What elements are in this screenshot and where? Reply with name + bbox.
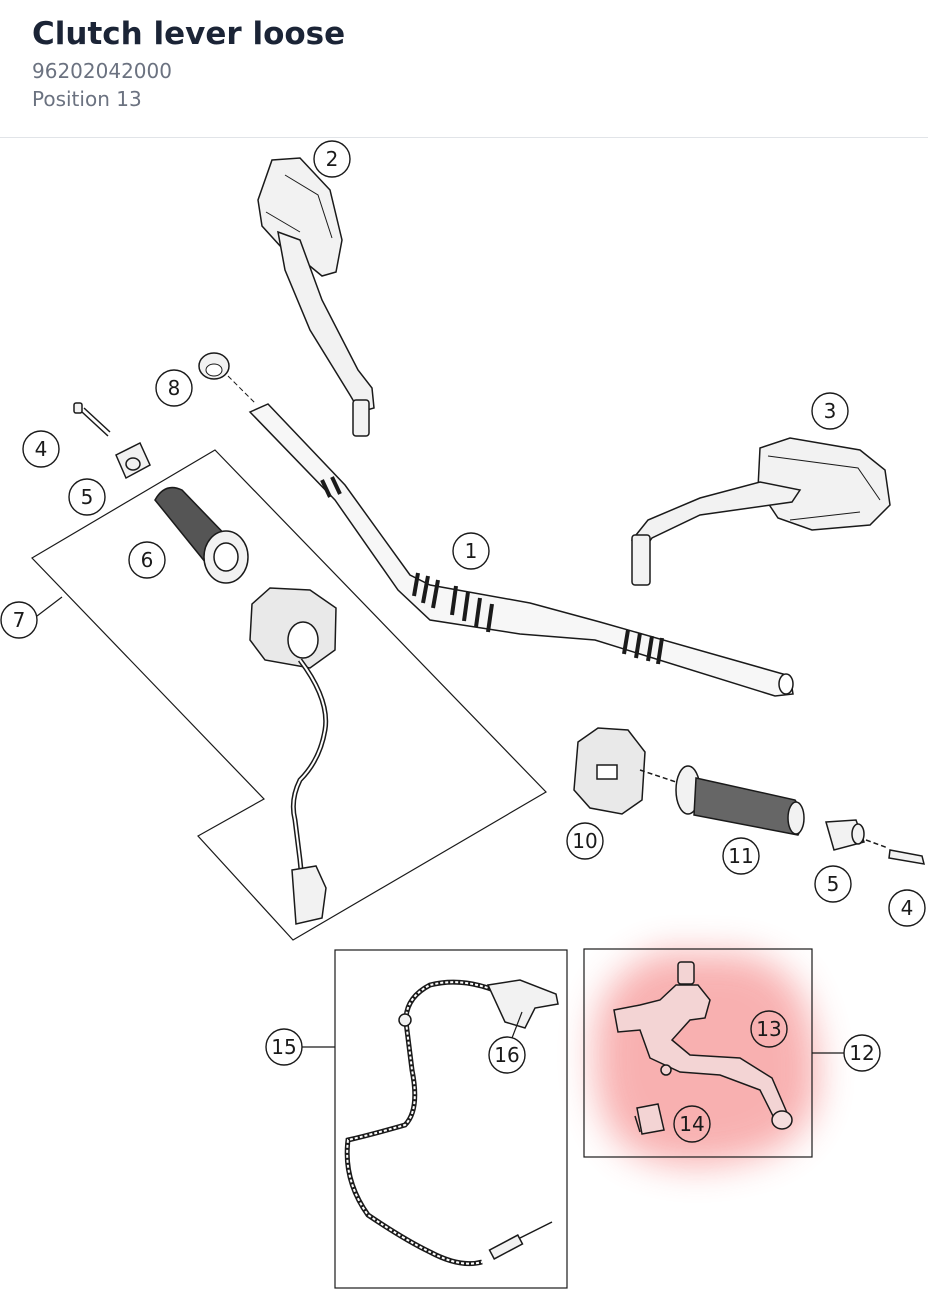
clutch-cable-inner bbox=[346, 981, 516, 1265]
handlebar-stripes bbox=[320, 476, 664, 665]
left-switch-connector bbox=[291, 865, 327, 925]
callout-13[interactable]: 13 bbox=[750, 1010, 788, 1048]
clutch-lever-part bbox=[613, 961, 793, 1130]
callout-14: 14 bbox=[673, 1105, 711, 1143]
svg-text:7: 7 bbox=[13, 608, 26, 632]
right-grip-part bbox=[675, 765, 805, 836]
left-mirror-detail bbox=[265, 174, 333, 239]
left-switch-part bbox=[249, 587, 337, 669]
callout-7: 7 bbox=[0, 596, 63, 639]
callout-3: 3 bbox=[811, 392, 849, 430]
part-number: 96202042000 bbox=[32, 59, 172, 83]
callout-15: 15 bbox=[265, 1028, 335, 1066]
callout-8: 8 bbox=[155, 369, 193, 407]
left-grip-part bbox=[154, 486, 249, 584]
svg-text:2: 2 bbox=[326, 147, 339, 171]
group-15-box bbox=[334, 949, 568, 1289]
callout-2: 2 bbox=[313, 140, 351, 178]
callout-6: 6 bbox=[128, 541, 166, 579]
svg-text:14: 14 bbox=[679, 1112, 704, 1136]
svg-text:10: 10 bbox=[572, 829, 597, 853]
svg-text:4: 4 bbox=[901, 896, 914, 920]
right-bolt-part bbox=[888, 849, 926, 865]
callout-12: 12 bbox=[812, 1034, 881, 1072]
svg-text:13: 13 bbox=[756, 1017, 781, 1041]
left-bar-end-weight-part bbox=[115, 441, 151, 480]
svg-text:5: 5 bbox=[81, 485, 94, 509]
callout-10: 10 bbox=[566, 822, 604, 860]
svg-text:1: 1 bbox=[465, 539, 478, 563]
svg-text:6: 6 bbox=[141, 548, 154, 572]
callout-5-left: 5 bbox=[68, 478, 106, 516]
right-switch-part bbox=[573, 727, 677, 815]
right-bar-end-weight-part bbox=[825, 819, 889, 851]
left-mirror-part bbox=[257, 157, 375, 437]
clutch-cable-fitting bbox=[398, 979, 559, 1029]
callout-11: 11 bbox=[722, 837, 760, 875]
lever-clamp-part bbox=[634, 1103, 665, 1135]
clutch-cable bbox=[344, 979, 517, 1267]
svg-text:3: 3 bbox=[824, 399, 837, 423]
callout-16: 16 bbox=[488, 1011, 526, 1074]
svg-text:15: 15 bbox=[271, 1035, 296, 1059]
right-mirror-detail bbox=[767, 455, 881, 521]
callout-5-right: 5 bbox=[814, 865, 852, 903]
callout-4-right: 4 bbox=[888, 889, 926, 927]
part-title: Clutch lever loose bbox=[32, 16, 346, 52]
bar-end-plug-part bbox=[198, 352, 257, 405]
callout-4-left: 4 bbox=[22, 430, 60, 468]
left-bolt-part bbox=[73, 402, 111, 437]
right-mirror-part bbox=[630, 437, 891, 586]
clutch-cable-adjuster bbox=[488, 1221, 553, 1260]
handlebar-end bbox=[778, 673, 794, 695]
group-7-outline bbox=[31, 449, 547, 941]
svg-text:8: 8 bbox=[168, 376, 181, 400]
svg-text:12: 12 bbox=[849, 1041, 874, 1065]
callout-1: 1 bbox=[452, 532, 490, 570]
svg-text:11: 11 bbox=[728, 844, 753, 868]
left-switch-cable-inner bbox=[292, 659, 327, 881]
svg-text:16: 16 bbox=[494, 1043, 519, 1067]
svg-text:4: 4 bbox=[35, 437, 48, 461]
position-label: Position 13 bbox=[32, 87, 142, 111]
svg-text:5: 5 bbox=[827, 872, 840, 896]
page-header: Clutch lever loose 96202042000 Position … bbox=[0, 0, 928, 138]
